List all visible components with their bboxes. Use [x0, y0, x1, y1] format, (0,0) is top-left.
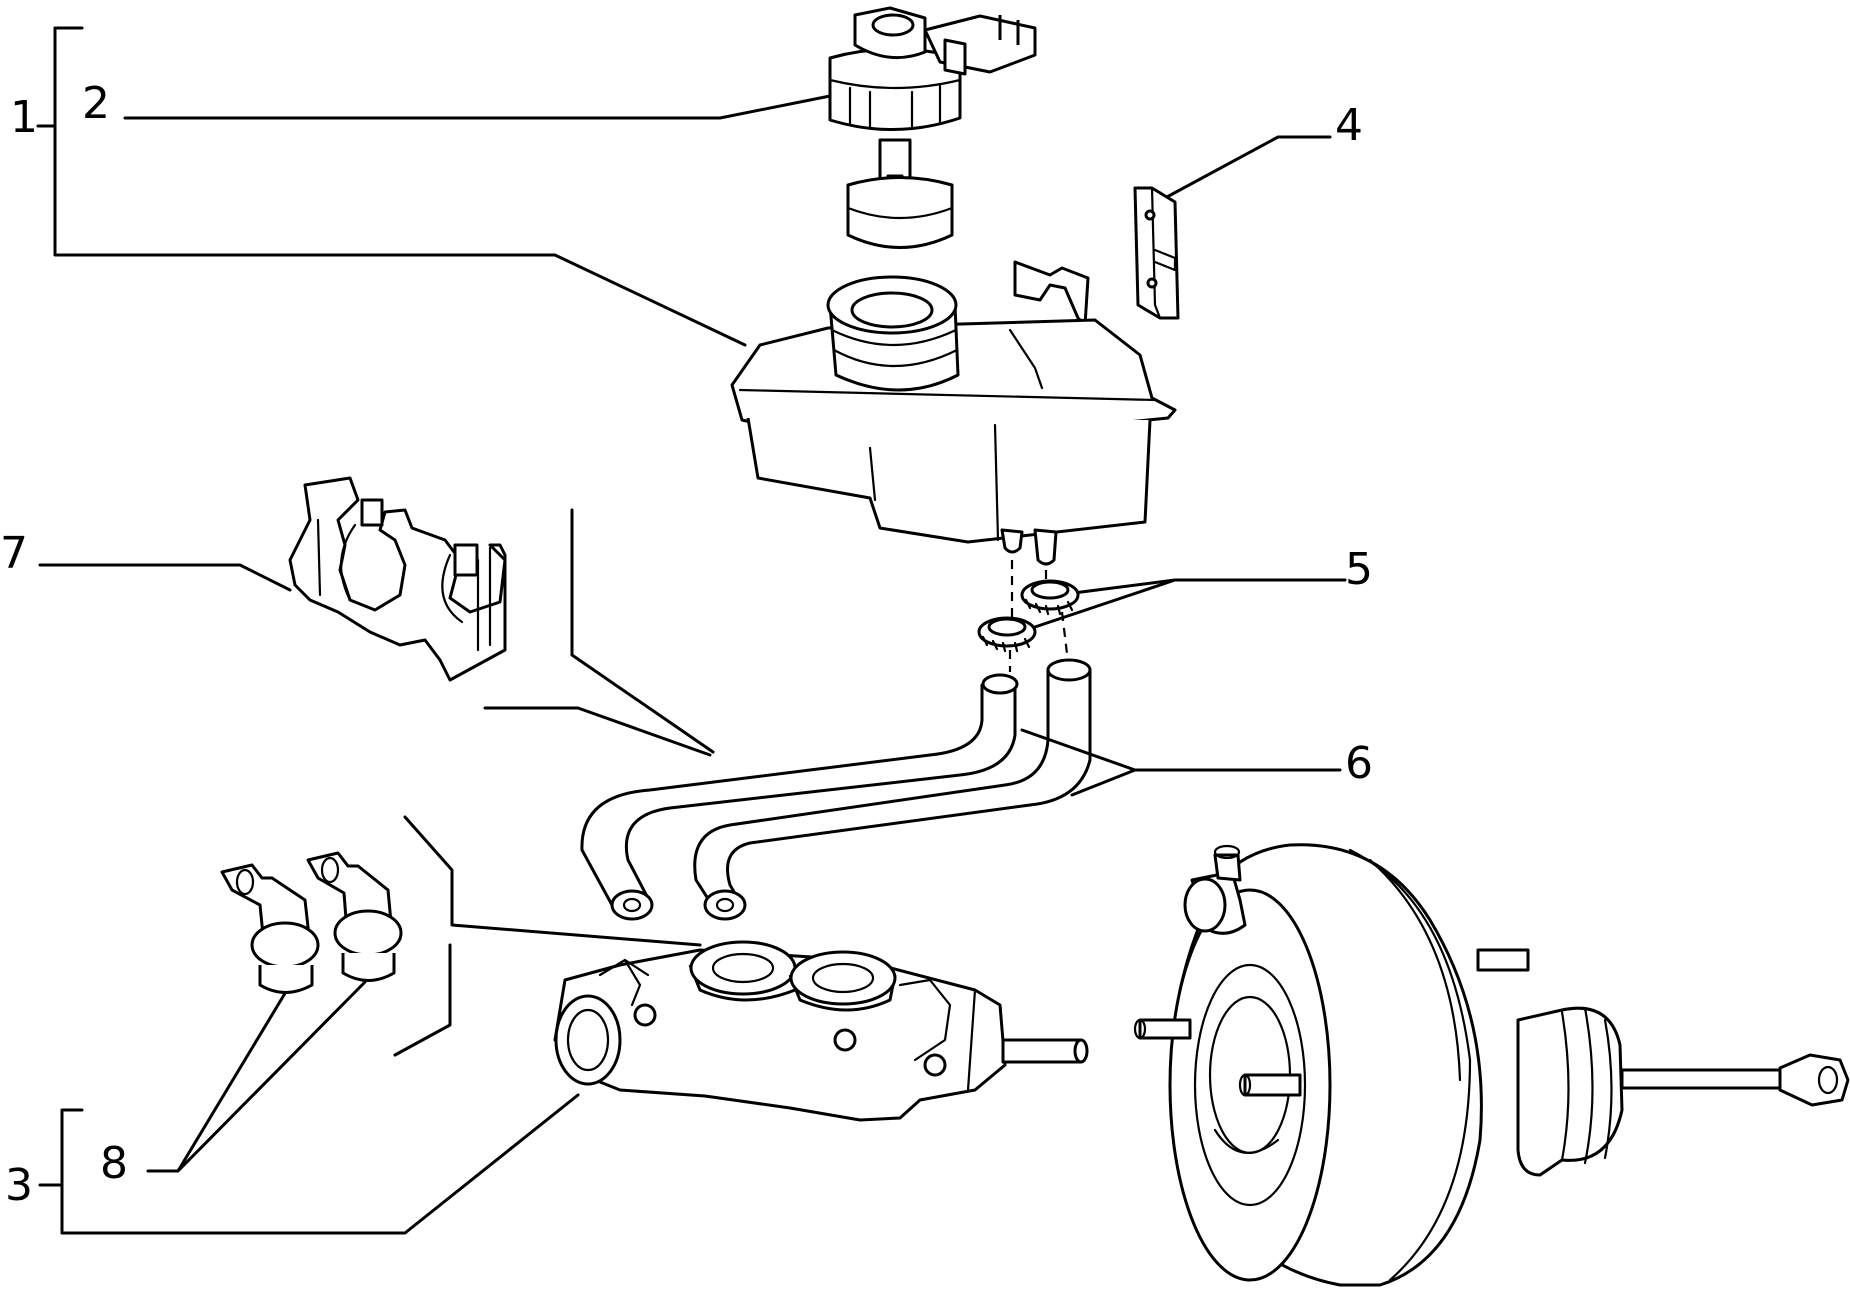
- bracket-plate: [1133, 186, 1180, 320]
- break-line-upper-2: [483, 706, 712, 757]
- callout-label-8: 8: [100, 1138, 128, 1189]
- callout-label-7: 7: [0, 528, 28, 579]
- brake-fluid-reservoir: [730, 260, 1177, 630]
- callout-label-4: 4: [1335, 100, 1363, 151]
- callout-label-5: 5: [1345, 544, 1373, 595]
- hose-clip: [288, 476, 507, 682]
- callout-labels: 1 2 3 4 5 6 7 8: [0, 78, 1373, 1211]
- hoses: [580, 658, 1092, 921]
- callout-label-3: 3: [5, 1160, 33, 1211]
- hose-connectors: [220, 851, 403, 994]
- leader-1: [53, 26, 747, 347]
- leader-8: [146, 980, 367, 1173]
- leader-lines: [36, 26, 1347, 1235]
- callout-label-2: 2: [82, 78, 110, 129]
- leader-2: [123, 93, 837, 120]
- break-line-lower-2: [393, 943, 452, 1057]
- leader-4: [1163, 135, 1332, 200]
- leader-5: [1018, 578, 1347, 634]
- break-line-upper: [570, 508, 715, 754]
- brake-booster: [1133, 843, 1850, 1287]
- hose-clamps: [977, 579, 1080, 672]
- callout-label-1: 1: [10, 92, 38, 143]
- master-cylinder: [553, 940, 1089, 1122]
- leader-6: [1020, 728, 1342, 797]
- leader-7: [38, 563, 292, 592]
- callout-label-6: 6: [1345, 738, 1373, 789]
- reservoir-cap-sensor: [828, 6, 1037, 249]
- leader-3: [60, 1093, 580, 1235]
- break-line-lower: [403, 815, 702, 947]
